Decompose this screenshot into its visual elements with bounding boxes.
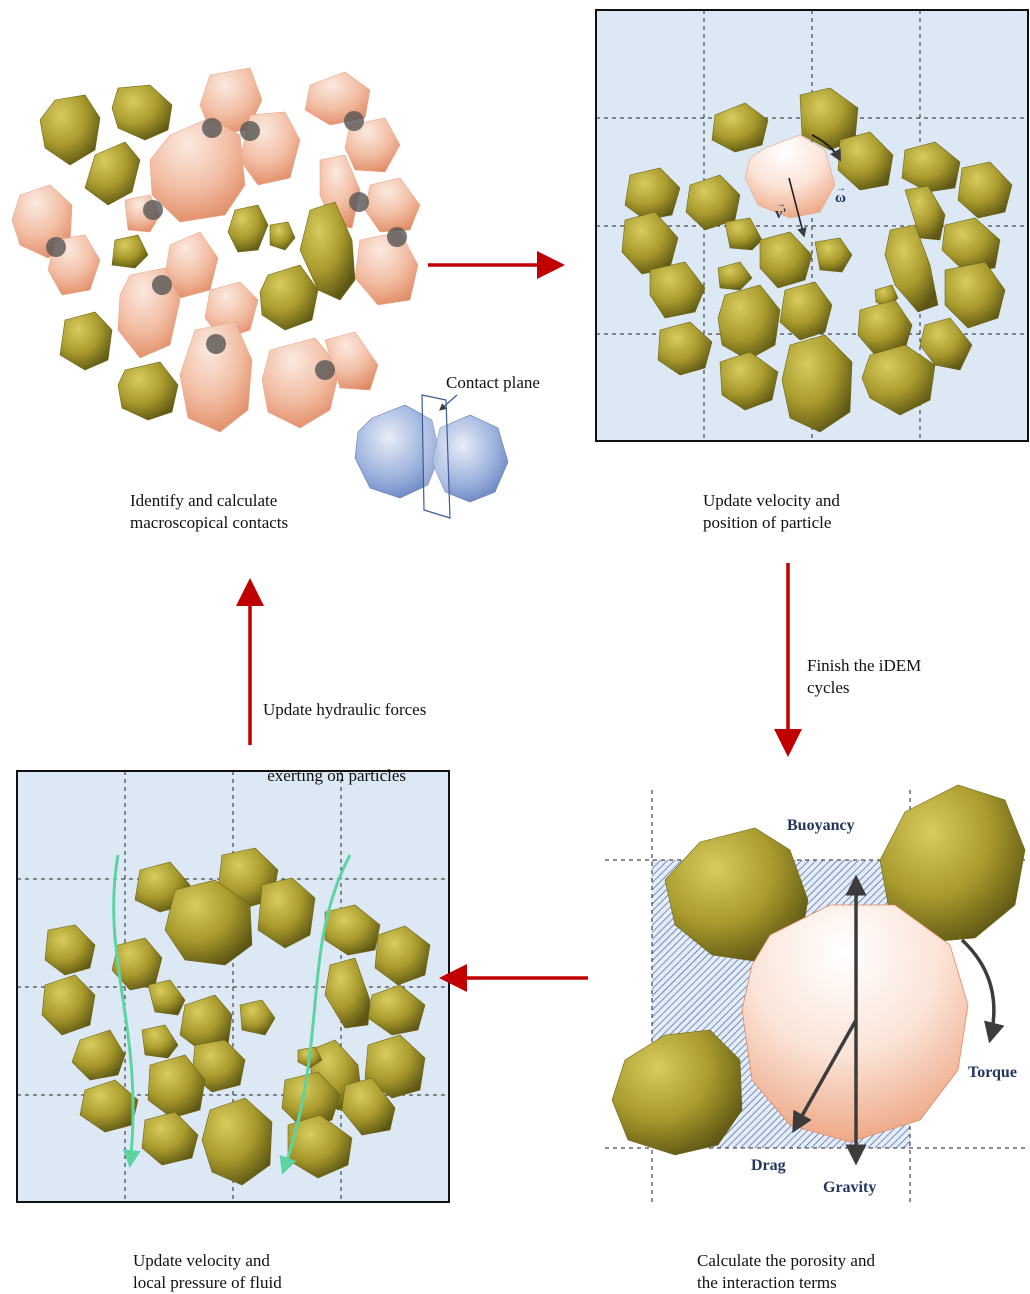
label-update-hydraulic-line2: exerting on particles (263, 765, 426, 787)
gravity-label: Gravity (823, 1179, 876, 1196)
olive-particle-bottom-left (612, 1030, 742, 1155)
caption-fluid-line2: local pressure of fluid (133, 1272, 282, 1294)
drag-label: Drag (751, 1157, 786, 1174)
label-finish-cycles: Finish the iDEM cycles (807, 655, 921, 699)
contacts-panel: Contact plane (12, 68, 540, 518)
label-update-hydraulic-line1: Update hydraulic forces (263, 699, 426, 721)
caption-interaction-line1: Calculate the porosity and (697, 1250, 875, 1272)
fluid-panel (17, 771, 449, 1202)
caption-update-particle: Update velocity and position of particle (703, 490, 840, 534)
caption-contacts: Identify and calculate macroscopical con… (130, 490, 288, 534)
label-update-hydraulic: Update hydraulic forces exerting on part… (263, 655, 426, 809)
caption-interaction: Calculate the porosity and the interacti… (697, 1250, 875, 1294)
angular-vector-arrow: → (836, 183, 846, 194)
contact-plane-label: Contact plane (446, 373, 540, 392)
label-finish-cycles-line2: cycles (807, 677, 921, 699)
interaction-panel: Buoyancy Torque Drag Gravity (605, 785, 1028, 1205)
caption-update-particle-line2: position of particle (703, 512, 840, 534)
label-finish-cycles-line1: Finish the iDEM (807, 655, 921, 677)
caption-fluid: Update velocity and local pressure of fl… (133, 1250, 282, 1294)
torque-label: Torque (968, 1064, 1017, 1081)
velocity-vector-arrow: → (776, 199, 786, 210)
caption-update-particle-line1: Update velocity and (703, 490, 840, 512)
caption-fluid-line1: Update velocity and (133, 1250, 282, 1272)
update-particle-panel: v' → ω → (596, 10, 1028, 441)
buoyancy-label: Buoyancy (787, 817, 855, 834)
caption-interaction-line2: the interaction terms (697, 1272, 875, 1294)
caption-contacts-line2: macroscopical contacts (130, 512, 288, 534)
caption-contacts-line1: Identify and calculate (130, 490, 288, 512)
torque-arrow (962, 940, 994, 1040)
contact-plane-illustration (355, 395, 508, 518)
